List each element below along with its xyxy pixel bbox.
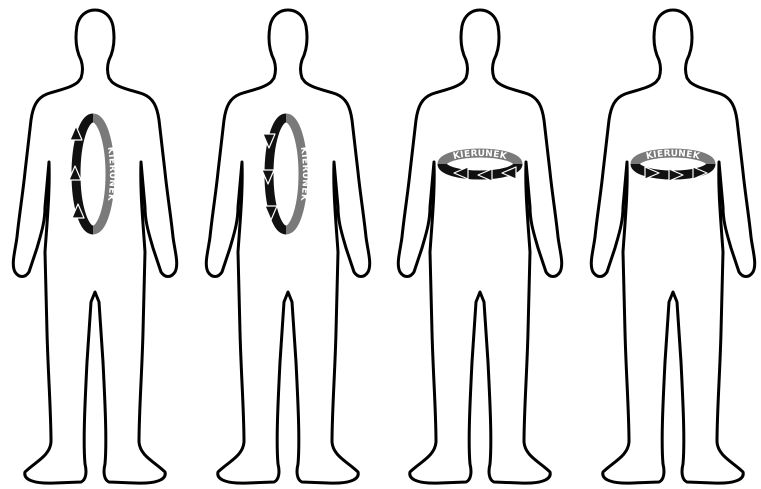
figure-vertical-clockwise: KIERUNEK (13, 10, 176, 483)
body-silhouette (13, 10, 176, 483)
body-silhouette (591, 10, 754, 483)
body-silhouette (206, 10, 369, 483)
body-silhouette (398, 10, 561, 483)
figure-horizontal-counterclockwise: KIERUNEK (591, 10, 754, 483)
figure-vertical-counterclockwise: KIERUNEK (206, 10, 369, 483)
figure-horizontal-clockwise: KIERUNEK (398, 10, 561, 483)
